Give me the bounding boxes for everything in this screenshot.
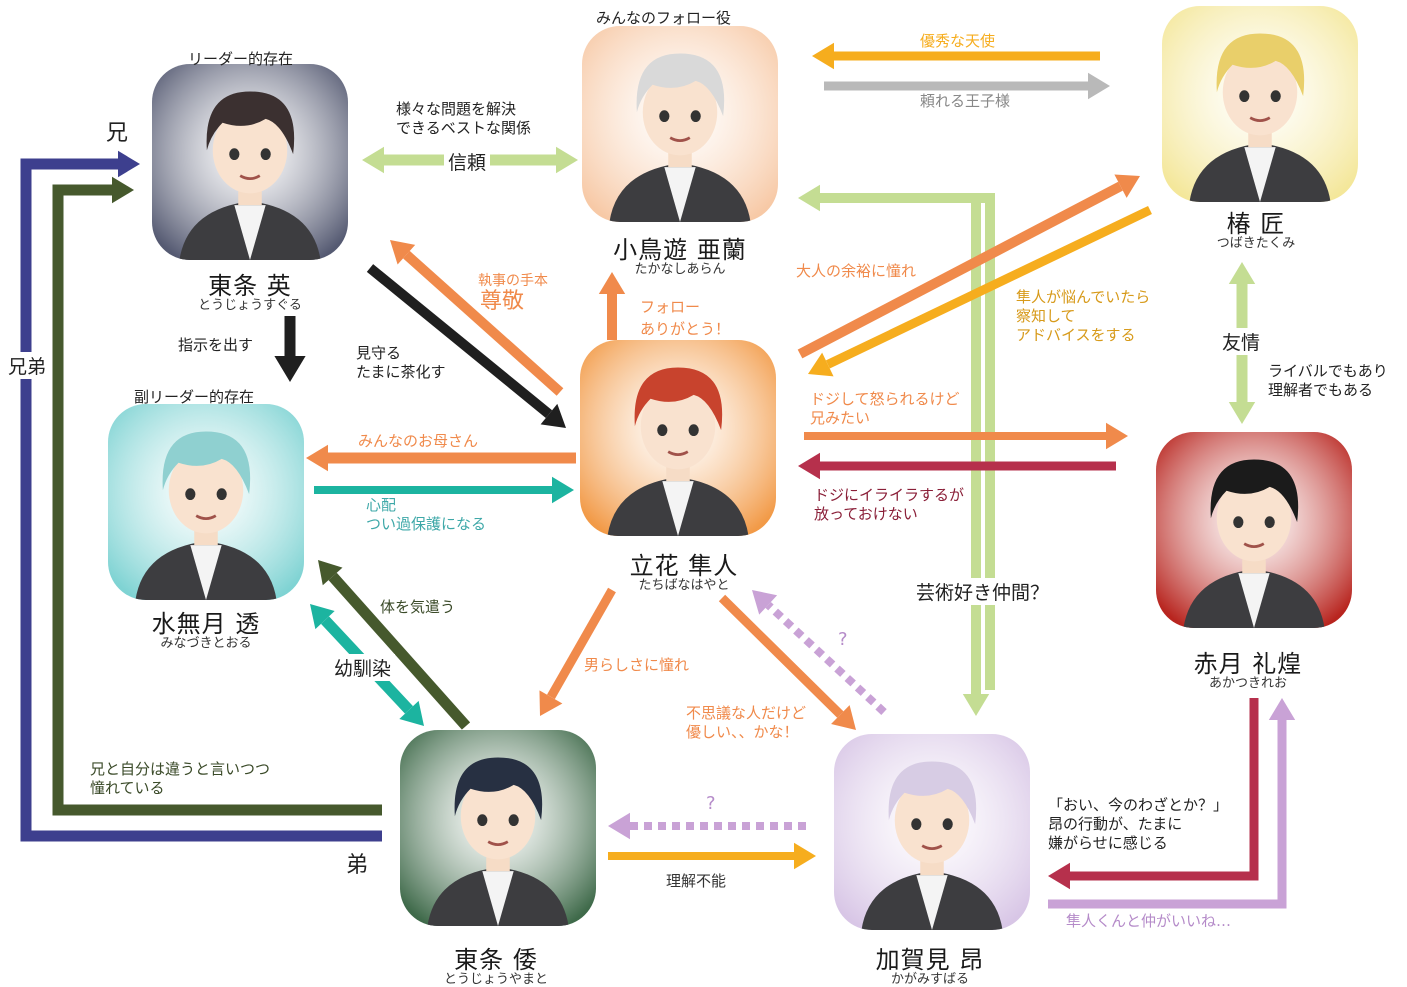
relation-arrow-17 — [962, 194, 990, 716]
portrait-suguru — [152, 64, 348, 260]
relation-arrow-6 — [598, 272, 626, 340]
relation-arrow-5 — [390, 240, 564, 396]
portrait-yamato — [400, 730, 596, 926]
relation-arrow-23 — [608, 812, 806, 840]
label-kyoudai: 兄弟 — [4, 352, 51, 379]
label-rikai: 理解不能 — [666, 872, 727, 890]
label-q2: ? — [706, 793, 716, 814]
kana-reo: あかつきれお — [1208, 676, 1287, 691]
label-okaasan: みんなのお母さん — [358, 432, 479, 450]
relation-arrow-15 — [798, 452, 1116, 480]
label-otouto: 弟 — [346, 853, 369, 878]
label-geijutsu: 芸術好き仲間？ — [912, 578, 1054, 605]
name-subaru: 加賀見 昂 — [875, 946, 985, 974]
relation-arrow-26 — [1048, 698, 1296, 909]
label-q1: ? — [838, 629, 848, 650]
label-sonkei: 尊敬 — [480, 289, 525, 314]
kana-hayato: たちばなはやと — [638, 578, 730, 593]
relation-arrow-3 — [274, 316, 306, 382]
label-nakayoshi: 隼人くんと仲がいいね… — [1066, 912, 1232, 930]
label-shinpai: 心配 つい過保護になる — [366, 496, 487, 533]
relation-arrow-11 — [797, 174, 1140, 359]
portrait-hayato — [580, 340, 776, 536]
label-yuushu: 優秀な天使 — [920, 32, 996, 50]
relation-arrow-0 — [20, 150, 382, 842]
relation-arrow-10 — [824, 72, 1110, 100]
label-osananajimi: 幼馴染 — [330, 654, 396, 681]
label-mimamoru: 見守る たまに茶化す — [356, 344, 446, 381]
label-advice: 隼人が悩んでいたら 察知して アドバイスをする — [1016, 288, 1151, 344]
kana-toru: みなづきとおる — [160, 636, 252, 651]
portrait-toru — [108, 404, 304, 600]
kana-takumi: つばきたくみ — [1216, 236, 1296, 251]
relation-arrow-18 — [318, 560, 471, 730]
portrait-reo — [1156, 432, 1352, 628]
relation-arrow-24 — [608, 842, 816, 870]
label-follow: フォロー ありがとう！ — [640, 298, 731, 338]
relation-arrow-22 — [752, 590, 887, 715]
name-yamato: 東条 倭 — [454, 946, 538, 974]
label-shinrai: 信頼 — [444, 148, 491, 175]
name-reo: 赤月 礼煌 — [1193, 650, 1303, 678]
kana-aran: たかなしあらん — [634, 262, 726, 277]
relation-arrow-4 — [366, 264, 566, 428]
kana-yamato: とうじょうやまと — [443, 972, 548, 987]
label-fushigi: 不思議な人だけど 優しい、、かな！ — [686, 704, 807, 741]
label-shiji: 指示を出す — [178, 336, 254, 354]
kana-subaru: かがみすばる — [890, 972, 969, 987]
name-toru: 水無月 透 — [151, 610, 261, 638]
relation-arrow-14 — [804, 422, 1128, 450]
label-waza: 「おい、今のわざとか？」 昂の行動が、たまに 嫌がらせに感じる — [1048, 796, 1229, 852]
relation-arrow-12 — [808, 205, 1152, 377]
relation-arrow-21 — [718, 594, 856, 730]
relation-arrow-8 — [314, 476, 574, 504]
relation-arrow-20 — [539, 587, 616, 716]
label-otona: 大人の余裕に憧れ — [796, 262, 917, 280]
name-takumi: 椿 匠 — [1226, 210, 1286, 238]
relation-arrow-7 — [306, 444, 576, 472]
label-akogare: 兄と自分は違うと言いつつ 憧れている — [90, 760, 271, 797]
role-aran: みんなのフォロー役 — [596, 9, 732, 27]
name-aran: 小鳥遊 亜蘭 — [613, 236, 747, 264]
label-otokorashisa: 男らしさに憧れ — [584, 656, 690, 674]
name-suguru: 東条 英 — [208, 272, 292, 300]
label-ani: 兄 — [106, 121, 129, 146]
portrait-takumi — [1162, 6, 1358, 202]
relation-arrow-25 — [1048, 698, 1259, 890]
label-rival: ライバルでもあり 理解者でもある — [1268, 362, 1388, 399]
relation-arrow-1 — [52, 176, 382, 816]
portrait-subaru — [834, 734, 1030, 930]
label-yuujou: 友情 — [1218, 328, 1265, 355]
label-iraira: ドジにイライラするが 放っておけない — [814, 486, 965, 523]
label-sonkei-small: 執事の手本 — [478, 273, 548, 289]
role-suguru: リーダー的存在 — [188, 50, 294, 68]
kana-suguru: とうじょうすぐる — [198, 298, 302, 313]
label-doji: ドジして怒られるけど 兄みたい — [810, 390, 960, 427]
relation-arrow-16 — [798, 184, 995, 690]
label-ouji: 頼れる王子様 — [920, 92, 1011, 110]
name-hayato: 立花 隼人 — [629, 552, 739, 580]
label-shinrai-desc: 様々な問題を解決 できるベストな関係 — [396, 100, 532, 137]
role-toru: 副リーダー的存在 — [134, 388, 255, 406]
portrait-aran — [582, 26, 778, 222]
relation-arrow-9 — [812, 42, 1100, 70]
label-karada: 体を気遣う — [380, 598, 456, 616]
